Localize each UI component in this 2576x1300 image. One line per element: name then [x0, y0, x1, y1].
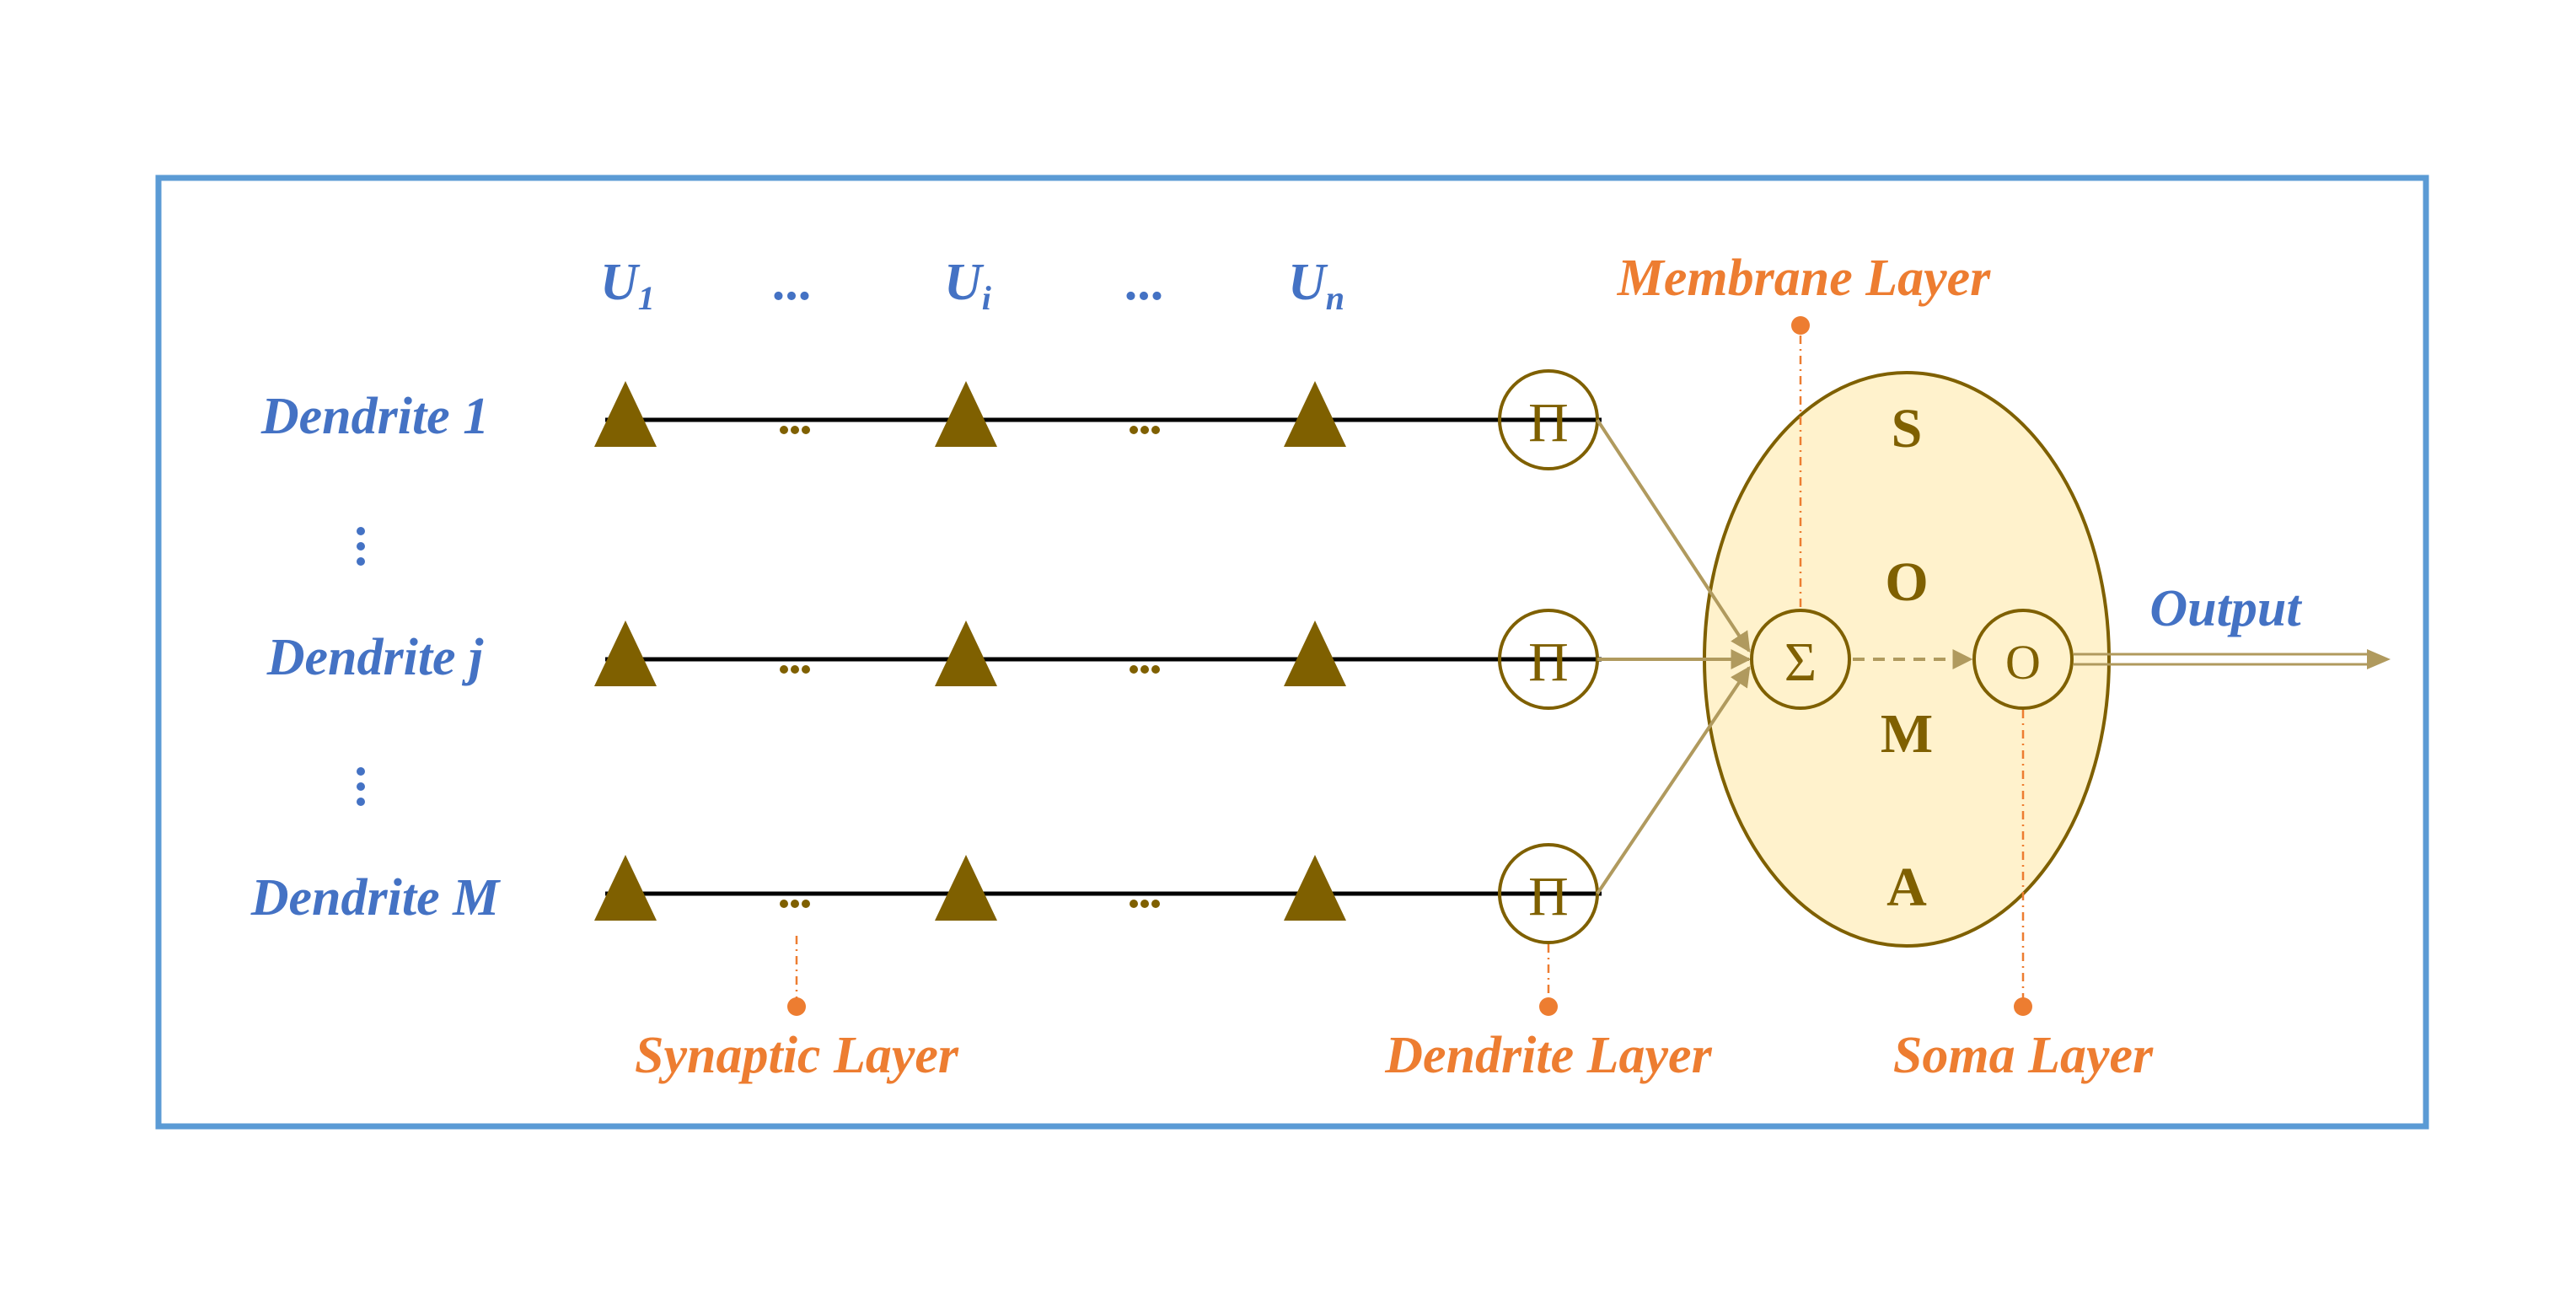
input-ui-label: Ui — [944, 254, 991, 317]
synapse-triangle — [935, 381, 997, 447]
product-symbol-j: Π — [1528, 631, 1569, 693]
connection-arrow-1 — [1596, 418, 1751, 653]
vertical-ellipsis-2 — [357, 767, 365, 806]
synapse-triangle — [594, 381, 657, 447]
dendrite-row-j: Π — [594, 609, 1602, 710]
output-arrow — [2074, 649, 2391, 669]
soma-letter-o: O — [1885, 551, 1928, 613]
soma-layer-label: Soma Layer — [1893, 1027, 2154, 1084]
dendrite-leader-dot — [1539, 997, 1558, 1016]
dendrite-row-1: Π — [594, 369, 1602, 470]
synapse-ellipsis — [780, 426, 810, 434]
dendrite-m-label: Dendrite M — [250, 869, 501, 927]
sum-node — [1750, 609, 1851, 710]
input-un-label: Un — [1288, 254, 1344, 317]
connection-arrow-m — [1596, 666, 1751, 895]
synapse-triangle — [1284, 855, 1346, 921]
synapse-triangle — [1284, 620, 1346, 686]
soma-letter-a: A — [1886, 857, 1927, 918]
output-node-symbol: O — [2005, 635, 2041, 690]
synapse-triangle — [935, 855, 997, 921]
synapse-ellipsis — [780, 900, 810, 908]
soma-letter-m: M — [1881, 703, 1933, 765]
synapse-ellipsis — [1130, 665, 1160, 674]
input-u1-label: U1 — [600, 254, 655, 317]
diagram-frame — [155, 175, 2429, 1130]
synapse-ellipsis — [1130, 426, 1160, 434]
synapse-triangle — [594, 855, 657, 921]
synaptic-leader-dot — [787, 997, 806, 1016]
output-node — [1972, 609, 2074, 710]
output-label: Output — [2149, 580, 2302, 637]
synapse-triangle — [935, 620, 997, 686]
dendrite-row-m: Π — [594, 843, 1602, 944]
dendrite-1-label: Dendrite 1 — [260, 388, 489, 445]
product-symbol-m: Π — [1528, 866, 1569, 927]
sum-symbol: Σ — [1784, 631, 1817, 693]
synapse-ellipsis — [780, 665, 810, 674]
synapse-triangle — [1284, 381, 1346, 447]
vertical-ellipsis-1 — [357, 527, 365, 566]
dendrite-j-label: Dendrite j — [266, 629, 484, 686]
soma-letter-s: S — [1892, 398, 1923, 459]
product-symbol-1: Π — [1528, 392, 1569, 454]
input-ellipsis-1: ... — [774, 254, 813, 311]
dendrite-layer-label: Dendrite Layer — [1384, 1027, 1712, 1084]
synapse-ellipsis — [1130, 900, 1160, 908]
membrane-layer-label: Membrane Layer — [1617, 250, 1991, 307]
input-ellipsis-2: ... — [1126, 254, 1166, 311]
membrane-leader-dot — [1791, 316, 1810, 335]
synaptic-layer-label: Synaptic Layer — [635, 1027, 959, 1084]
synapse-triangle — [594, 620, 657, 686]
soma-leader-dot — [2014, 997, 2032, 1016]
